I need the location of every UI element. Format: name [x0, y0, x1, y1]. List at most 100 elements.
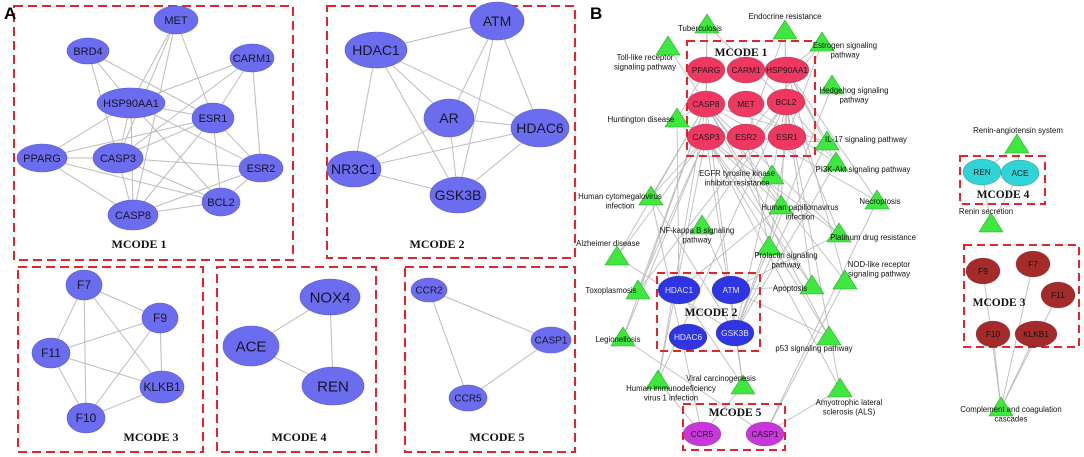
gene-node-ccr2: CCR2 — [410, 277, 448, 303]
node-ellipse — [1014, 320, 1058, 348]
node-ellipse — [96, 87, 166, 119]
mcode-cluster-box — [216, 266, 377, 453]
pathway-label-line: pathway — [830, 50, 859, 59]
network-edge — [375, 49, 459, 196]
pathway-triangle-marker — [756, 235, 782, 256]
node-ellipse — [16, 143, 68, 173]
node-ellipse — [657, 275, 701, 305]
node-ellipse — [344, 31, 408, 69]
node-label: MET — [737, 99, 755, 109]
pathway-triangle-marker — [638, 185, 664, 206]
pathway-label-platinum-drug-resistance: Platinum drug resistance — [830, 233, 916, 242]
node-ellipse — [1000, 159, 1040, 187]
pathway-triangle-marker — [625, 279, 651, 300]
node-label: CCR2 — [415, 286, 443, 297]
network-edge — [622, 136, 707, 339]
node-ellipse — [31, 337, 71, 369]
gene-node-esr1: ESR1 — [191, 102, 235, 134]
node-label: BRD4 — [73, 46, 102, 58]
mcode-title: MCODE 2 — [410, 237, 465, 251]
network-edge — [1000, 294, 1059, 409]
node-ellipse — [141, 302, 179, 334]
gene-node-brd4: BRD4 — [66, 37, 110, 65]
network-edge — [705, 136, 830, 338]
network-edge — [678, 289, 744, 387]
mcode-cluster-box — [404, 266, 576, 453]
gene-node-hdac6: HDAC6 — [510, 108, 570, 148]
network-edge — [117, 57, 253, 159]
gene-node-ar: AR — [423, 98, 475, 138]
node-ellipse — [711, 275, 751, 305]
pathway-triangle-marker — [664, 107, 690, 128]
node-ellipse — [766, 88, 806, 116]
node-label: CCR5 — [691, 429, 714, 439]
pathway-label-line: NF-kappa B signaling — [660, 226, 735, 235]
pathway-label-line: Toll-like receptor — [617, 53, 674, 62]
node-ellipse — [229, 43, 275, 73]
network-edge — [780, 101, 787, 207]
node-label: REN — [973, 167, 991, 177]
node-label: ESR1 — [776, 132, 798, 142]
node-ellipse — [510, 108, 570, 148]
network-edge — [705, 136, 813, 287]
node-label: CASP1 — [751, 429, 779, 439]
node-ellipse — [965, 257, 1001, 285]
pathway-label-line: Huntington disease — [608, 115, 675, 124]
gene-node-met: MET — [153, 5, 199, 35]
gene-node-hsp90aa1: HSP90AA1 — [764, 56, 810, 84]
node-label: BCL2 — [776, 97, 797, 107]
network-edge — [41, 117, 214, 159]
mcode-cluster-box — [963, 244, 1080, 348]
pathway-label-line: p53 signaling pathway — [775, 344, 852, 353]
network-edge — [705, 136, 782, 207]
network-edge — [41, 157, 222, 203]
network-edge — [87, 50, 214, 119]
gene-node-esr2: ESR2 — [726, 123, 766, 151]
pathway-triangle-marker — [816, 325, 842, 346]
pathway-label-line: inhibitor resistance — [704, 178, 769, 187]
gene-node-f9: F9 — [965, 257, 1001, 285]
node-label: PPARG — [23, 153, 61, 165]
node-label: HSP90AA1 — [103, 98, 159, 110]
mcode-title: MCODE 4 — [272, 430, 327, 444]
node-label: CARM1 — [731, 65, 760, 75]
pathway-label-renin-angiotensin-system: Renin-angiotensin system — [973, 126, 1063, 135]
pathway-triangle-marker — [819, 74, 845, 95]
node-label: CARM1 — [233, 53, 272, 65]
pathway-triangle-marker — [730, 374, 756, 395]
pathway-triangle-marker — [978, 212, 1004, 233]
network-edge — [705, 103, 828, 143]
pathway-triangle-marker — [826, 222, 852, 243]
network-edge — [130, 102, 222, 203]
node-label: ESR2 — [735, 132, 757, 142]
network-edge — [657, 136, 707, 382]
pathway-triangle-marker — [604, 245, 630, 266]
mcode-title: MCODE 5 — [709, 407, 762, 419]
pathway-label-toxoplasmosis: Toxoplasmosis — [585, 286, 636, 295]
pathway-label-line: Human immunodeficiency — [626, 384, 716, 393]
pathway-triangle-marker — [1004, 133, 1030, 154]
network-edge — [764, 200, 878, 435]
gene-node-hdac6: HDAC6 — [668, 323, 708, 351]
node-ellipse — [668, 323, 708, 351]
pathway-label-necroptosis: Necroptosis — [859, 197, 900, 206]
node-ellipse — [201, 187, 241, 217]
network-edge — [353, 127, 541, 170]
gene-node-bcl2: BCL2 — [766, 88, 806, 116]
pathway-label-line: Amyotrophic lateral — [816, 398, 883, 407]
pathway-label-line: pathway — [771, 260, 800, 269]
mcode-cluster-box — [326, 5, 576, 259]
network-edge — [375, 49, 541, 129]
pathway-label-line: IL-17 signaling pathway — [825, 135, 907, 144]
node-ellipse — [410, 277, 448, 303]
pathway-triangle-marker — [645, 369, 671, 390]
gene-node-carm1: CARM1 — [229, 43, 275, 73]
node-ellipse — [238, 153, 284, 183]
